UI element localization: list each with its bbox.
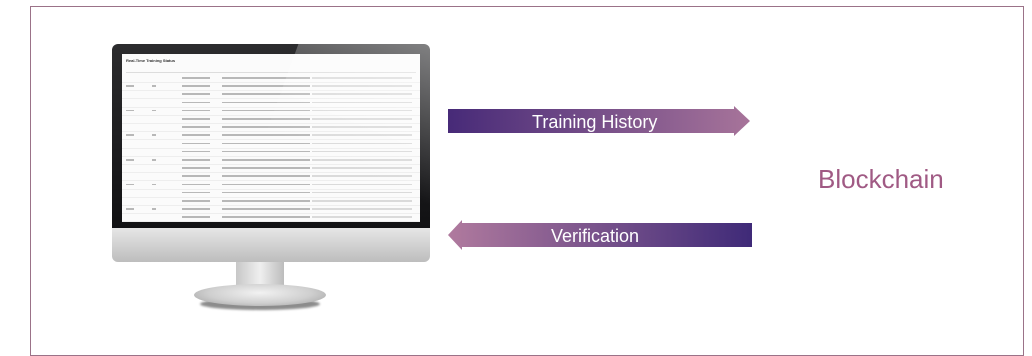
screen-cell-line [182,175,210,177]
monitor-bezel: Real-Time Training Status [112,24,526,264]
screen-cell-line [126,208,134,210]
screen-title: Real-Time Training Status [126,58,176,63]
screen-cell-line [312,118,412,120]
training-history-label: Training History [532,112,658,132]
screen-cell-line [182,191,210,194]
screen-cell-line [152,109,156,112]
screen-cell-line [312,85,412,87]
screen-cell-line [222,142,310,145]
screen-cell-line [222,159,310,161]
screen-cell-line [312,142,412,145]
screen-cell-line [126,159,134,161]
screen-cell-line [152,159,156,161]
verification-arrow [448,220,752,250]
screen-cell-line [312,200,412,202]
screen-cell-line [182,216,210,218]
screen-cell-line [182,126,210,128]
screen-cell-line [182,159,210,161]
screen-cell-line [312,93,412,95]
screen-cell-line [312,167,412,169]
monitor-screen: Real-Time Training Status [122,54,420,222]
screen-cell-line [312,208,412,210]
screen-cell-line [182,167,210,169]
screen-cell-line [152,85,156,87]
monitor-chin [112,228,430,262]
screen-cell-line [312,101,412,104]
screen-cell-line [182,142,210,145]
screen-cell-line [222,118,310,120]
screen-cell-line [222,150,310,153]
screen-table-row [122,213,420,222]
screen-cell-line [312,109,412,112]
training-history-arrow [448,106,750,136]
screen-cell-line [182,109,210,112]
screen-cell-line [182,208,210,210]
screen-cell-line [222,183,310,186]
screen-cell-line [312,126,412,128]
verification-label: Verification [551,226,640,246]
screen-cell-line [182,101,210,104]
screen-cell-line [182,118,210,120]
screen-cell-line [126,183,134,186]
screen-cell-line [222,85,310,87]
screen-cell-line [182,93,210,95]
screen-cell-line [222,126,310,128]
screen-cell-line [312,216,412,218]
screen-cell-line [222,134,310,136]
screen-cell-line [222,216,310,218]
screen-cell-line [152,183,156,186]
monitor-icon: Real-Time Training Status [112,24,526,264]
screen-cell-line [182,200,210,202]
screen-cell-line [222,109,310,112]
screen-cell-line [126,109,134,112]
screen-cell-line [182,85,210,87]
screen-table-header [126,66,416,73]
screen-cell-line [222,101,310,104]
screen-cell-line [152,208,156,210]
screen-cell-line [312,191,412,194]
screen-cell-line [312,159,412,161]
screen-cell-line [222,167,310,169]
screen-cell-line [222,200,310,202]
screen-cell-line [312,183,412,186]
screen-cell-line [222,93,310,95]
screen-cell-line [222,191,310,194]
screen-cell-line [182,150,210,153]
screen-cell-line [182,183,210,186]
screen-cell-line [126,134,134,136]
monitor-stand-base [194,284,326,306]
screen-cell-line [152,134,156,136]
screen-cell-line [182,77,210,79]
screen-cell-line [222,175,310,177]
screen-cell-line [222,77,310,79]
screen-cell-line [312,175,412,177]
screen-cell-line [312,150,412,153]
screen-cell-line [222,208,310,210]
screen-cell-line [312,77,412,79]
screen-cell-line [312,134,412,136]
screen-cell-line [182,134,210,136]
screen-cell-line [126,85,134,87]
blockchain-label: Blockchain [818,164,944,194]
